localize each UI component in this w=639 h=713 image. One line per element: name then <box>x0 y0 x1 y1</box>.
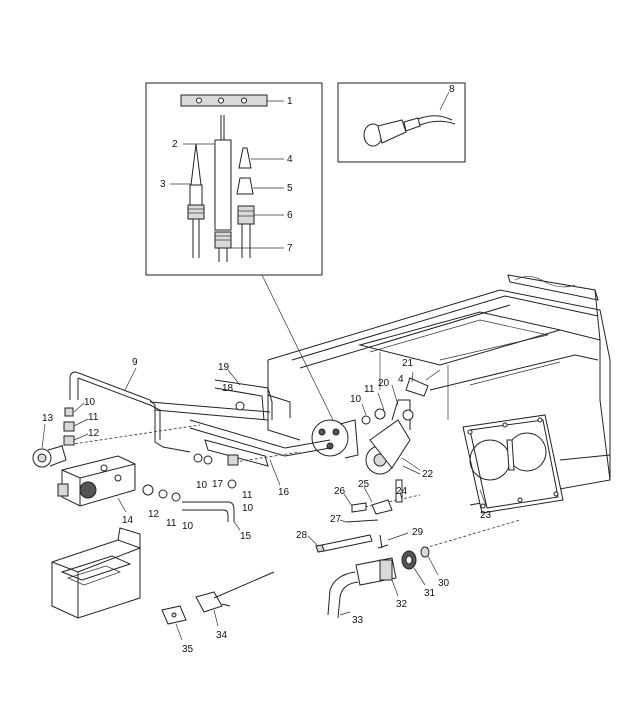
label-23: 23 <box>480 510 492 521</box>
part-32-fitting <box>355 557 399 597</box>
label-11b: 11 <box>364 384 375 395</box>
label-20: 20 <box>378 378 390 389</box>
part-14-gas-valve <box>57 455 136 513</box>
label-22: 22 <box>422 469 434 480</box>
label-16: 16 <box>278 487 290 498</box>
electrode-holder <box>311 408 386 459</box>
label-35: 35 <box>182 644 194 655</box>
label-10d: 10 <box>242 503 254 514</box>
part-27-rod <box>345 519 379 523</box>
label-34: 34 <box>216 630 228 641</box>
label-11c: 11 <box>242 490 253 501</box>
label-31: 31 <box>424 588 436 599</box>
part-7-fitting <box>214 231 284 262</box>
label-12a: 12 <box>88 428 100 439</box>
label-4: 4 <box>287 154 293 165</box>
callout-labels: 1 2 3 4 5 6 7 8 9 10 11 12 13 14 15 16 1… <box>42 84 492 655</box>
part-3-electrode <box>170 143 205 258</box>
part-33-hose <box>327 571 359 619</box>
label-5: 5 <box>287 183 293 194</box>
label-10b: 10 <box>350 394 362 405</box>
label-1: 1 <box>287 96 293 107</box>
mounting-bracket <box>51 527 141 619</box>
label-2: 2 <box>172 139 178 150</box>
label-7: 7 <box>287 243 293 254</box>
part-23-gasket-plate <box>462 414 564 514</box>
label-10e: 10 <box>182 521 194 532</box>
label-3: 3 <box>160 179 166 190</box>
part-13-connector <box>32 423 67 468</box>
part-15-pipe <box>182 501 241 531</box>
part-29-wire <box>377 532 409 549</box>
label-15: 15 <box>240 531 252 542</box>
detail-inset-electrodes <box>145 82 334 421</box>
label-28: 28 <box>296 530 308 541</box>
part-31-nut <box>401 550 426 586</box>
part-30-nut <box>420 546 439 576</box>
burner-housing <box>267 274 611 506</box>
label-13: 13 <box>42 413 54 424</box>
label-24: 24 <box>396 486 408 497</box>
label-25: 25 <box>358 479 370 490</box>
part-6-nut <box>237 205 284 258</box>
part-34-connector <box>195 571 275 627</box>
label-11a: 11 <box>88 412 99 423</box>
label-33: 33 <box>352 615 364 626</box>
part-24-clip <box>395 479 403 503</box>
label-32: 32 <box>396 599 408 610</box>
label-19: 19 <box>218 362 230 373</box>
label-4-assembly: 4 <box>398 374 404 385</box>
label-26: 26 <box>334 486 346 497</box>
label-30: 30 <box>438 578 450 589</box>
part-4-insulator <box>238 147 284 169</box>
label-14: 14 <box>122 515 134 526</box>
label-21: 21 <box>402 358 414 369</box>
part-9-pipe <box>69 367 271 453</box>
part-25-nipple <box>371 499 393 515</box>
detail-inset-sensor <box>337 82 466 163</box>
label-8: 8 <box>449 84 455 95</box>
label-10c: 10 <box>196 480 208 491</box>
part-16-pipe <box>189 419 331 486</box>
label-27: 27 <box>330 514 342 525</box>
part-5-cap <box>236 177 284 195</box>
part-26-screw <box>351 502 367 513</box>
part-19-pipe <box>214 369 291 421</box>
misc-leaders <box>307 371 421 547</box>
label-9: 9 <box>132 357 138 368</box>
fittings-middle-group <box>142 401 245 502</box>
part-22-burner-head <box>365 399 421 475</box>
part-2-rod <box>183 115 232 231</box>
label-17: 17 <box>212 479 224 490</box>
part-28-tube <box>315 534 373 553</box>
label-6: 6 <box>287 210 293 221</box>
label-10a: 10 <box>84 397 96 408</box>
part-21-fitting <box>405 369 441 397</box>
part-35-clip <box>161 605 187 641</box>
label-29: 29 <box>412 527 424 538</box>
label-18: 18 <box>222 383 234 394</box>
label-12b: 12 <box>148 509 160 520</box>
fittings-left-group <box>63 402 89 446</box>
label-11d: 11 <box>166 518 177 529</box>
dashed-leaders <box>59 424 521 549</box>
